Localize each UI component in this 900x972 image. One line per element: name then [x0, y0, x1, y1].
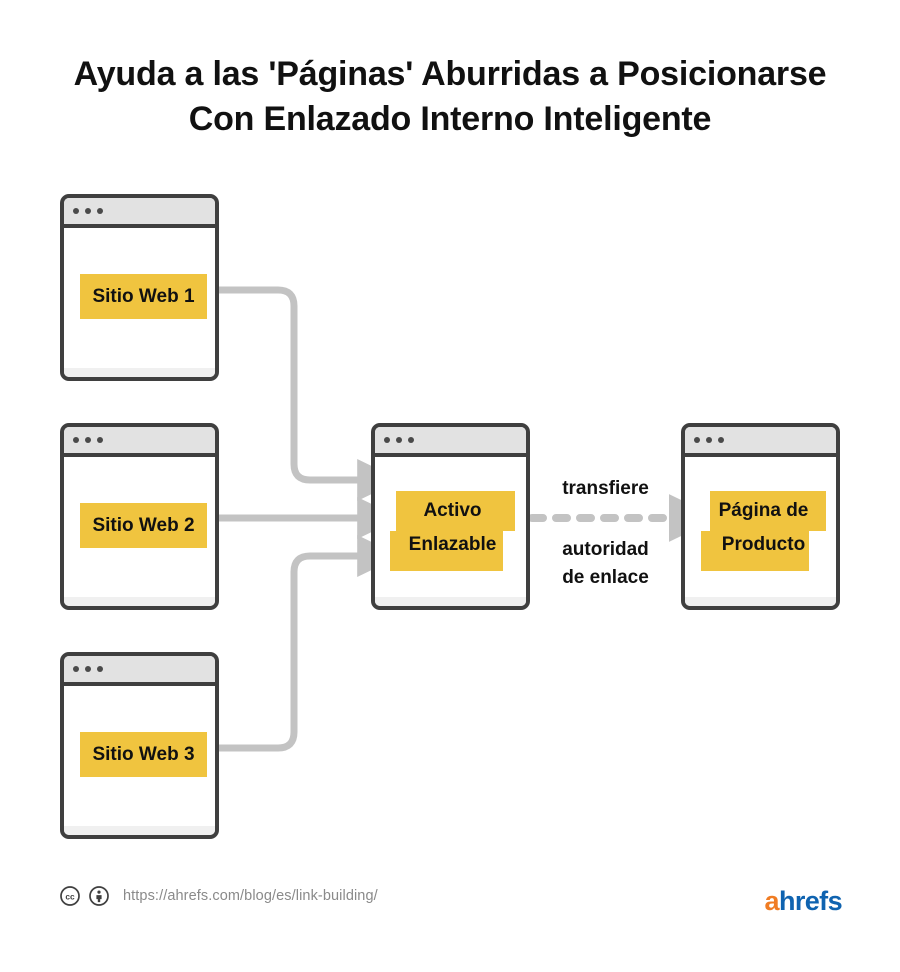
browser-window-product-page[interactable]: Página de Producto: [681, 423, 840, 610]
browser-window-linkable-asset[interactable]: Activo Enlazable: [371, 423, 530, 610]
site-3-label: Sitio Web 3: [80, 732, 207, 777]
svg-text:cc: cc: [65, 892, 75, 902]
window-dot-icon: [73, 208, 79, 214]
highlight-band: [80, 274, 207, 319]
window-dot-icon: [97, 208, 103, 214]
browser-window-site-2[interactable]: Sitio Web 2: [60, 423, 219, 610]
window-footer-strip: [64, 368, 215, 377]
linkable-asset-line-2: Enlazable: [408, 534, 497, 555]
footer-attribution: cc https://ahrefs.com/blog/es/link-build…: [60, 886, 378, 906]
site-2-label: Sitio Web 2: [80, 503, 207, 548]
window-footer-strip: [685, 597, 836, 606]
product-page-line-1: Página de: [718, 500, 809, 521]
ahrefs-logo: ahrefs: [764, 886, 843, 916]
page-title: Ayuda a las 'Páginas' Aburridas a Posici…: [73, 55, 827, 138]
window-titlebar: [685, 427, 836, 457]
browser-window-site-1[interactable]: Sitio Web 1: [60, 194, 219, 381]
window-content: Sitio Web 3: [64, 686, 215, 826]
window-dot-icon: [396, 437, 402, 443]
source-url[interactable]: https://ahrefs.com/blog/es/link-building…: [123, 888, 378, 904]
logo-letter-a: a: [764, 886, 780, 916]
window-titlebar: [64, 427, 215, 457]
window-dot-icon: [73, 666, 79, 672]
window-titlebar: [64, 198, 215, 228]
window-dot-icon: [718, 437, 724, 443]
window-dot-icon: [85, 437, 91, 443]
linkable-asset-label: Activo Enlazable: [390, 491, 515, 571]
highlight-band-lower: [701, 531, 809, 571]
highlight-band: [80, 732, 207, 777]
window-titlebar: [64, 656, 215, 686]
window-content: Página de Producto: [685, 457, 836, 597]
connector-site3-to-hub: [219, 535, 401, 752]
window-footer-strip: [64, 597, 215, 606]
transfer-label-above: transfiere: [562, 478, 649, 499]
creative-commons-by-icon: [89, 886, 109, 906]
site-1-label: Sitio Web 1: [80, 274, 207, 319]
window-dot-icon: [97, 666, 103, 672]
transfer-label-below: autoridad de enlace: [562, 539, 649, 588]
window-content: Sitio Web 2: [64, 457, 215, 597]
window-dot-icon: [73, 437, 79, 443]
window-dot-icon: [408, 437, 414, 443]
window-titlebar: [375, 427, 526, 457]
highlight-band-upper: [396, 491, 515, 531]
logo-text-hrefs: hrefs: [778, 886, 843, 916]
connector-site1-to-hub: [219, 286, 401, 501]
highlight-band-upper: [710, 491, 826, 531]
site-3-label-text: Sitio Web 3: [92, 744, 195, 765]
window-dot-icon: [85, 666, 91, 672]
window-footer-strip: [375, 597, 526, 606]
linkable-asset-line-1: Activo: [423, 500, 482, 521]
browser-window-site-3[interactable]: Sitio Web 3: [60, 652, 219, 839]
window-dot-icon: [384, 437, 390, 443]
highlight-band: [80, 503, 207, 548]
product-page-line-2: Producto: [721, 534, 806, 555]
window-content: Sitio Web 1: [64, 228, 215, 368]
window-content: Activo Enlazable: [375, 457, 526, 597]
highlight-band-lower: [390, 531, 503, 571]
window-dot-icon: [97, 437, 103, 443]
window-dot-icon: [706, 437, 712, 443]
window-footer-strip: [64, 826, 215, 835]
site-1-label-text: Sitio Web 1: [92, 286, 195, 307]
product-page-label: Página de Producto: [701, 491, 826, 571]
window-dot-icon: [85, 208, 91, 214]
window-dot-icon: [694, 437, 700, 443]
creative-commons-icon: cc: [60, 886, 80, 906]
site-2-label-text: Sitio Web 2: [92, 515, 195, 536]
